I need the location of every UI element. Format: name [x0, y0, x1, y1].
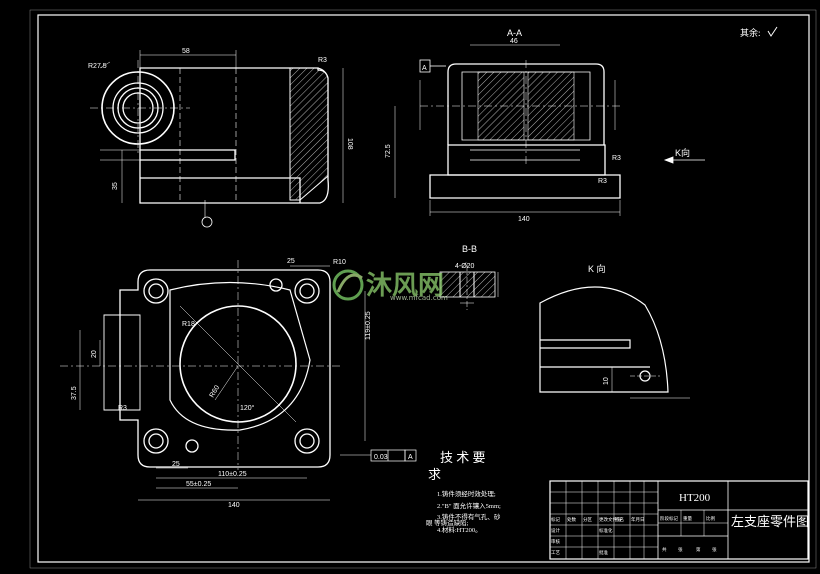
tb-sheet-label: 张 [678, 546, 683, 553]
dim-r10: R10 [333, 259, 346, 266]
tolerance-value: 0.03 [374, 454, 388, 461]
view-k [539, 286, 690, 399]
tech-req-line: 1.铸件须经时效处理; [437, 489, 496, 498]
tech-req-line: 4.材料:HT200。 [437, 525, 482, 534]
title-block [549, 480, 809, 560]
tech-req-title: 技 术 要 [440, 450, 486, 465]
section-bb-view [439, 265, 499, 310]
watermark-url: www.mfcad.com [390, 294, 448, 302]
title-block-labels: 标记 处数 分区 更改文件号 签名 年月日 设计 标准化 审核 工艺 批准 阶段… [551, 515, 717, 556]
dim-72-5: 72.5 [385, 144, 392, 158]
dim-4-d20: 4-Ø20 [455, 263, 475, 270]
tb-role-label: 审核 [551, 538, 560, 545]
tb-role-label: 设计 [551, 527, 560, 534]
front-view [90, 50, 344, 228]
dim-r18: R18 [182, 321, 195, 328]
tb-scale-label: 比例 [706, 515, 715, 522]
tb-role-label: 标准化 [599, 527, 613, 534]
dim-120-deg: 120° [240, 404, 255, 412]
tb-row-label: 更改文件号 [599, 516, 622, 523]
view-k-label: K 向 [588, 263, 606, 274]
dim-108: 108 [346, 138, 353, 150]
title-block-material: HT200 [679, 492, 711, 504]
dim-35: 35 [112, 182, 119, 190]
dim-r3-plan: R3 [118, 405, 127, 412]
dim-37-5: 37.5 [71, 386, 78, 400]
tb-sheet-label: 共 [662, 546, 667, 553]
dim-25-top: 25 [287, 258, 295, 265]
dim-55: 55±0.25 [186, 481, 211, 488]
dim-r27-5: R27.5 [88, 63, 107, 70]
tb-sheet-label: 第 [696, 546, 701, 553]
dim-10: 10 [603, 377, 610, 385]
k-direction-label: K向 [675, 147, 690, 158]
tb-row-label: 分区 [583, 516, 592, 523]
watermark: 沐风网 www.mfcad.com [332, 269, 448, 302]
tb-sheet-label: 张 [712, 546, 717, 553]
dim-140-plan: 140 [228, 502, 240, 509]
tech-req-line: 2."B" 面允许镶入5mm; [437, 501, 501, 510]
tb-role-label: 工艺 [551, 550, 560, 555]
section-aa-label: A-A [507, 28, 522, 38]
watermark-logo-icon [332, 269, 364, 301]
datum-a-marker [419, 59, 446, 73]
k-direction-arrow [663, 156, 705, 164]
dim-140-aa: 140 [518, 216, 530, 223]
plan-view [60, 260, 417, 501]
dim-r3-front: R3 [318, 57, 327, 64]
dim-110: 110±0.25 [218, 471, 247, 478]
title-block-part-name: 左支座零件图 [731, 514, 809, 529]
datum-a-label: A [422, 65, 427, 72]
dim-r3-aa-2: R3 [598, 178, 607, 185]
dim-119: 119±0.25 [365, 311, 372, 340]
tech-req-lines: 1.铸件须经时效处理; 2."B" 面允许镶入5mm; 3.铸件不得有气孔、砂 … [426, 489, 501, 534]
tech-req-line: 3.铸件不得有气孔、砂 [437, 512, 501, 521]
tb-row-label: 签名 [615, 516, 624, 523]
tb-row-label: 年月日 [631, 516, 645, 523]
roughness-check-icon [767, 26, 778, 37]
dim-20: 20 [91, 350, 98, 358]
tolerance-datum: A [408, 454, 413, 461]
tb-scale-label: 阶段标记 [660, 515, 678, 522]
dim-46: 46 [510, 38, 518, 45]
watermark-text: 沐风网 [366, 271, 444, 301]
dim-58: 58 [182, 48, 190, 55]
dim-r3-aa-1: R3 [612, 155, 621, 162]
tb-row-label: 标记 [551, 516, 560, 523]
tb-scale-label: 重量 [683, 515, 692, 522]
section-bb-label: B-B [462, 244, 477, 254]
drawing-frame [29, 9, 817, 569]
section-aa-view [394, 44, 621, 216]
tech-req-title-tail: 求 [428, 467, 441, 482]
dim-25-bottom: 25 [172, 461, 180, 468]
tech-req-line: 眼 等铸造缺陷; [426, 518, 469, 527]
surface-roughness-note: 其余: [740, 27, 761, 38]
tb-row-label: 处数 [567, 516, 576, 523]
tb-role-label: 批准 [599, 549, 608, 556]
